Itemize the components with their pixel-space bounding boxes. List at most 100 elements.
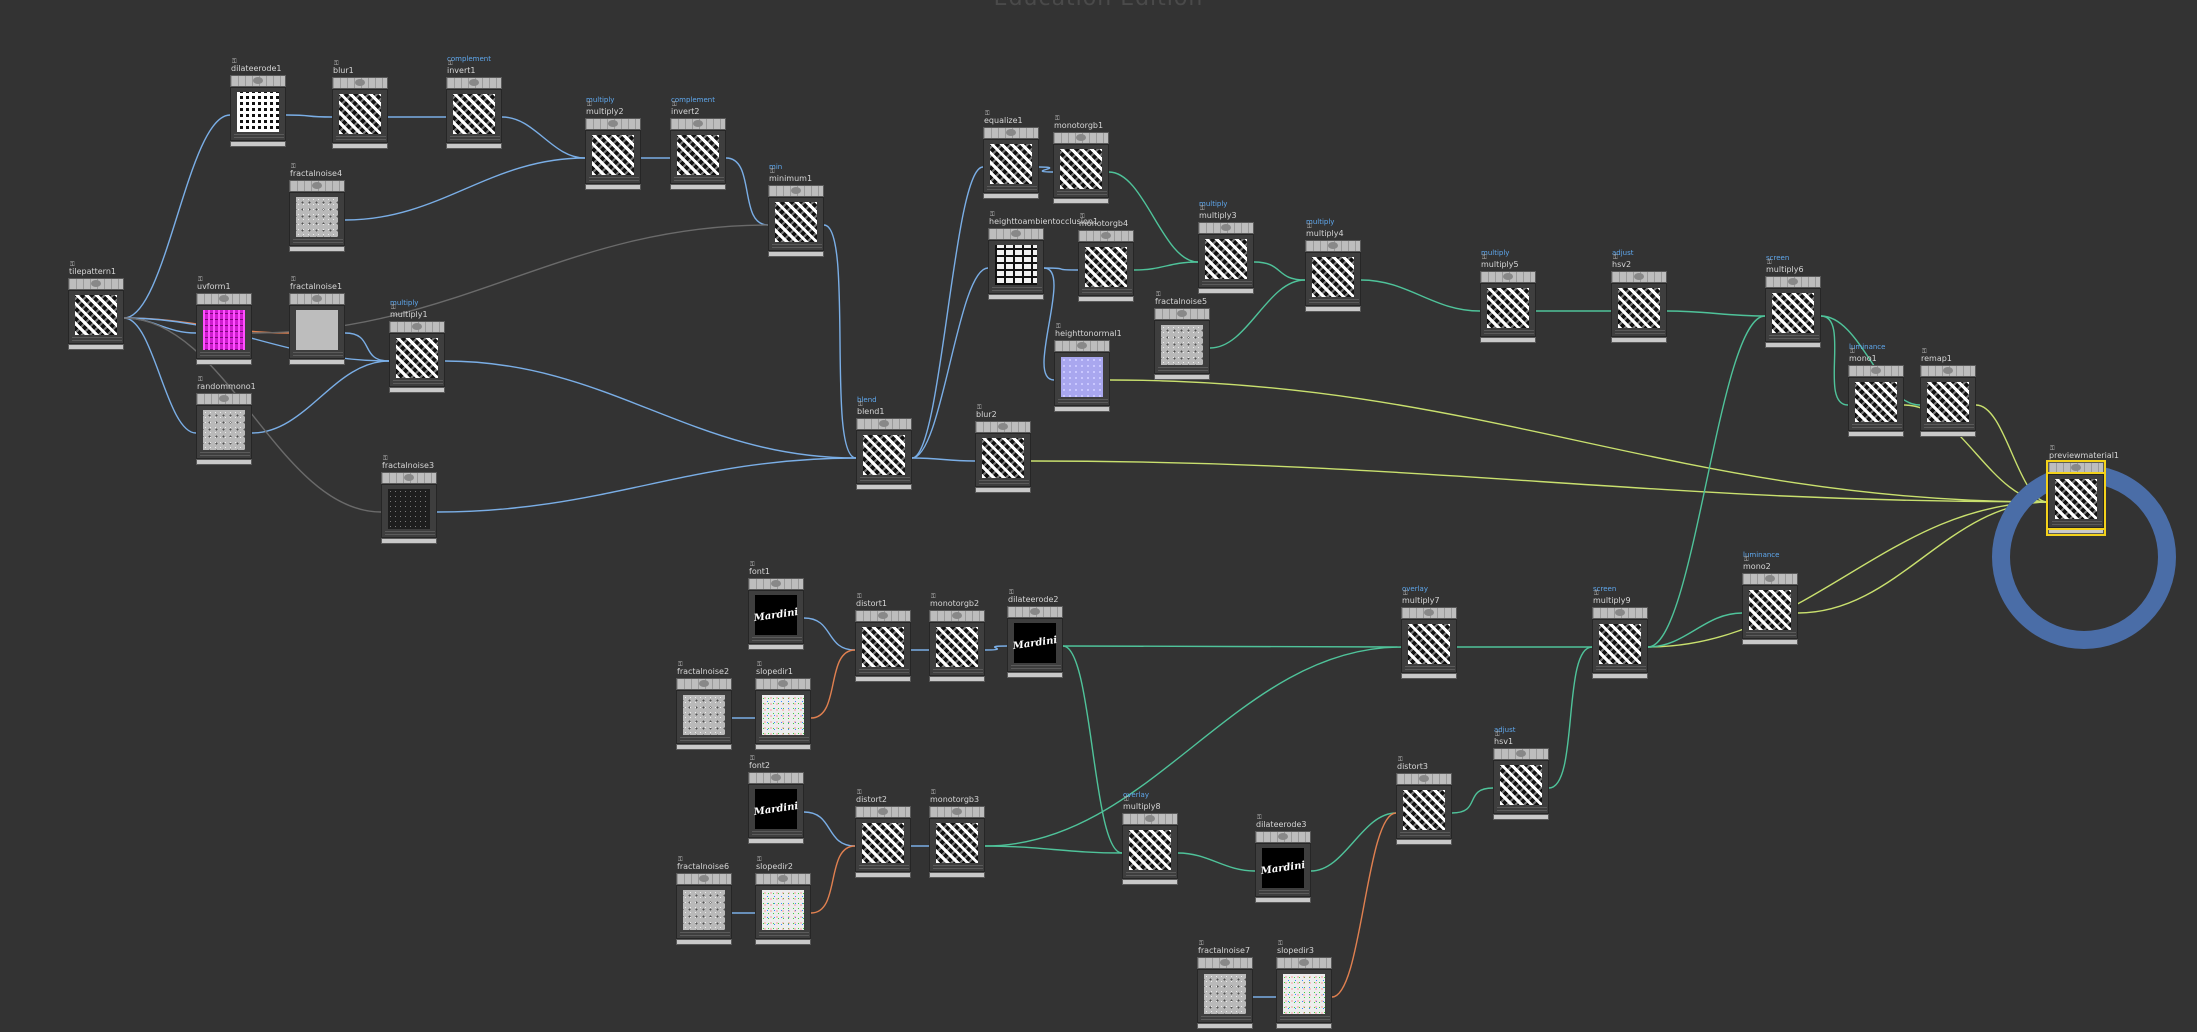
node-fractalnoise6[interactable]: ⚿fractalnoise6: [676, 856, 732, 945]
wire-multiply6-to-remap1[interactable]: [1820, 315, 1921, 406]
node-title-bar[interactable]: [1198, 222, 1254, 234]
node-title-bar[interactable]: [983, 127, 1039, 139]
node-invert2[interactable]: complement⚿invert2: [670, 96, 726, 190]
lock-icon[interactable]: ⚿: [1613, 254, 1618, 261]
lock-icon[interactable]: ⚿: [1495, 731, 1500, 738]
node-hsv2[interactable]: adjust⚿hsv2: [1611, 249, 1667, 343]
lock-icon[interactable]: ⚿: [232, 58, 237, 65]
node-body[interactable]: [929, 622, 985, 676]
node-name-label[interactable]: multiply3: [1199, 211, 1237, 220]
node-body[interactable]: Mardini: [748, 784, 804, 838]
node-ports[interactable]: [1596, 664, 1646, 670]
node-title-bar[interactable]: [289, 293, 345, 305]
wire-font2-to-distort2[interactable]: [803, 811, 856, 847]
lock-icon[interactable]: ⚿: [198, 276, 203, 283]
node-name-label[interactable]: fractalnoise5: [1155, 297, 1208, 306]
node-randommono1[interactable]: ⚿randommono1: [196, 376, 256, 465]
node-ports[interactable]: [1082, 287, 1132, 293]
node-title-bar[interactable]: [1765, 276, 1821, 288]
node-name-label[interactable]: multiply8: [1123, 802, 1161, 811]
node-multiply6[interactable]: screen⚿multiply6: [1765, 254, 1821, 348]
node-name-label[interactable]: invert2: [671, 107, 700, 116]
node-body[interactable]: [381, 484, 437, 538]
node-slopedir3[interactable]: ⚿slopedir3: [1276, 940, 1332, 1029]
node-ports[interactable]: [1497, 805, 1547, 811]
node-name-label[interactable]: multiply2: [586, 107, 624, 116]
node-ports[interactable]: [72, 335, 122, 341]
wire-dilateerode2-to-multiply7[interactable]: [1062, 645, 1402, 648]
node-title-bar[interactable]: [988, 228, 1044, 240]
node-name-label[interactable]: multiply1: [390, 310, 428, 319]
lock-icon[interactable]: ⚿: [757, 856, 762, 863]
node-ports[interactable]: [293, 237, 343, 243]
wire-hsv1-to-multiply9[interactable]: [1548, 646, 1593, 789]
node-title-bar[interactable]: [332, 77, 388, 89]
lock-icon[interactable]: ⚿: [1056, 323, 1061, 330]
wire-slopedir1-to-distort1[interactable]: [810, 649, 856, 719]
lock-icon[interactable]: ⚿: [391, 304, 396, 311]
lock-icon[interactable]: ⚿: [931, 789, 936, 796]
node-ports[interactable]: [1158, 365, 1208, 371]
node-body[interactable]: [1592, 619, 1648, 673]
node-name-label[interactable]: monotorgb4: [1079, 219, 1129, 228]
wire-multiply9-to-previewmaterial1[interactable]: [1647, 501, 2049, 648]
node-body[interactable]: [230, 87, 286, 141]
node-title-bar[interactable]: [585, 118, 641, 130]
node-body[interactable]: [1154, 320, 1210, 374]
node-name-label[interactable]: minimum1: [769, 174, 813, 183]
node-title-bar[interactable]: [230, 75, 286, 87]
node-body[interactable]: [1078, 242, 1134, 296]
node-blur1[interactable]: ⚿blur1: [332, 60, 388, 149]
node-body[interactable]: [676, 885, 732, 939]
node-name-label[interactable]: multiply6: [1766, 265, 1804, 274]
wire-font1-to-distort1[interactable]: [803, 617, 856, 651]
node-minimum1[interactable]: min⚿minimum1: [768, 163, 824, 257]
wire-multiply4-to-multiply5[interactable]: [1360, 279, 1481, 312]
node-ports[interactable]: [674, 175, 724, 181]
lock-icon[interactable]: ⚿: [1055, 115, 1060, 122]
wire-invert1-to-multiply2[interactable]: [501, 116, 586, 159]
lock-icon[interactable]: ⚿: [1124, 796, 1129, 803]
node-mono2[interactable]: luminance⚿mono2: [1742, 551, 1798, 645]
node-ports[interactable]: [859, 863, 909, 869]
wire-fractalnoise3-to-blend1[interactable]: [436, 457, 857, 513]
lock-icon[interactable]: ⚿: [750, 755, 755, 762]
node-heighttonormal1[interactable]: ⚿heighttonormal1: [1054, 323, 1122, 412]
node-name-label[interactable]: remap1: [1921, 354, 1952, 363]
node-name-label[interactable]: fractalnoise6: [677, 862, 730, 871]
node-body[interactable]: [68, 290, 124, 344]
node-ports[interactable]: [234, 132, 284, 138]
node-name-label[interactable]: multiply9: [1593, 596, 1631, 605]
node-title-bar[interactable]: [1493, 748, 1549, 760]
node-title-bar[interactable]: [856, 418, 912, 430]
lock-icon[interactable]: ⚿: [931, 593, 936, 600]
lock-icon[interactable]: ⚿: [1594, 590, 1599, 597]
lock-icon[interactable]: ⚿: [977, 404, 982, 411]
node-name-label[interactable]: uvform1: [197, 282, 231, 291]
node-name-label[interactable]: invert1: [447, 66, 476, 75]
node-monotorgb3[interactable]: ⚿monotorgb3: [929, 789, 985, 878]
lock-icon[interactable]: ⚿: [291, 163, 296, 170]
node-invert1[interactable]: complement⚿invert1: [446, 55, 502, 149]
node-hsv1[interactable]: adjust⚿hsv1: [1493, 726, 1549, 820]
lock-icon[interactable]: ⚿: [1278, 940, 1283, 947]
node-ports[interactable]: [933, 863, 983, 869]
lock-icon[interactable]: ⚿: [1307, 223, 1312, 230]
node-body[interactable]: Mardini: [748, 590, 804, 644]
node-name-label[interactable]: monotorgb2: [930, 599, 980, 608]
lock-icon[interactable]: ⚿: [1767, 259, 1772, 266]
node-ports[interactable]: [1484, 328, 1534, 334]
node-title-bar[interactable]: [1742, 573, 1798, 585]
node-monotorgb2[interactable]: ⚿monotorgb2: [929, 593, 985, 682]
node-title-bar[interactable]: [2046, 460, 2106, 476]
node-body[interactable]: [988, 240, 1044, 294]
node-ports[interactable]: [1202, 279, 1252, 285]
wire-invert2-to-minimum1[interactable]: [725, 157, 769, 226]
node-title-bar[interactable]: [1054, 340, 1110, 352]
node-title-bar[interactable]: [1276, 957, 1332, 969]
node-body[interactable]: [1054, 352, 1110, 406]
wire-dilateerode2-to-multiply8[interactable]: [1062, 645, 1123, 854]
